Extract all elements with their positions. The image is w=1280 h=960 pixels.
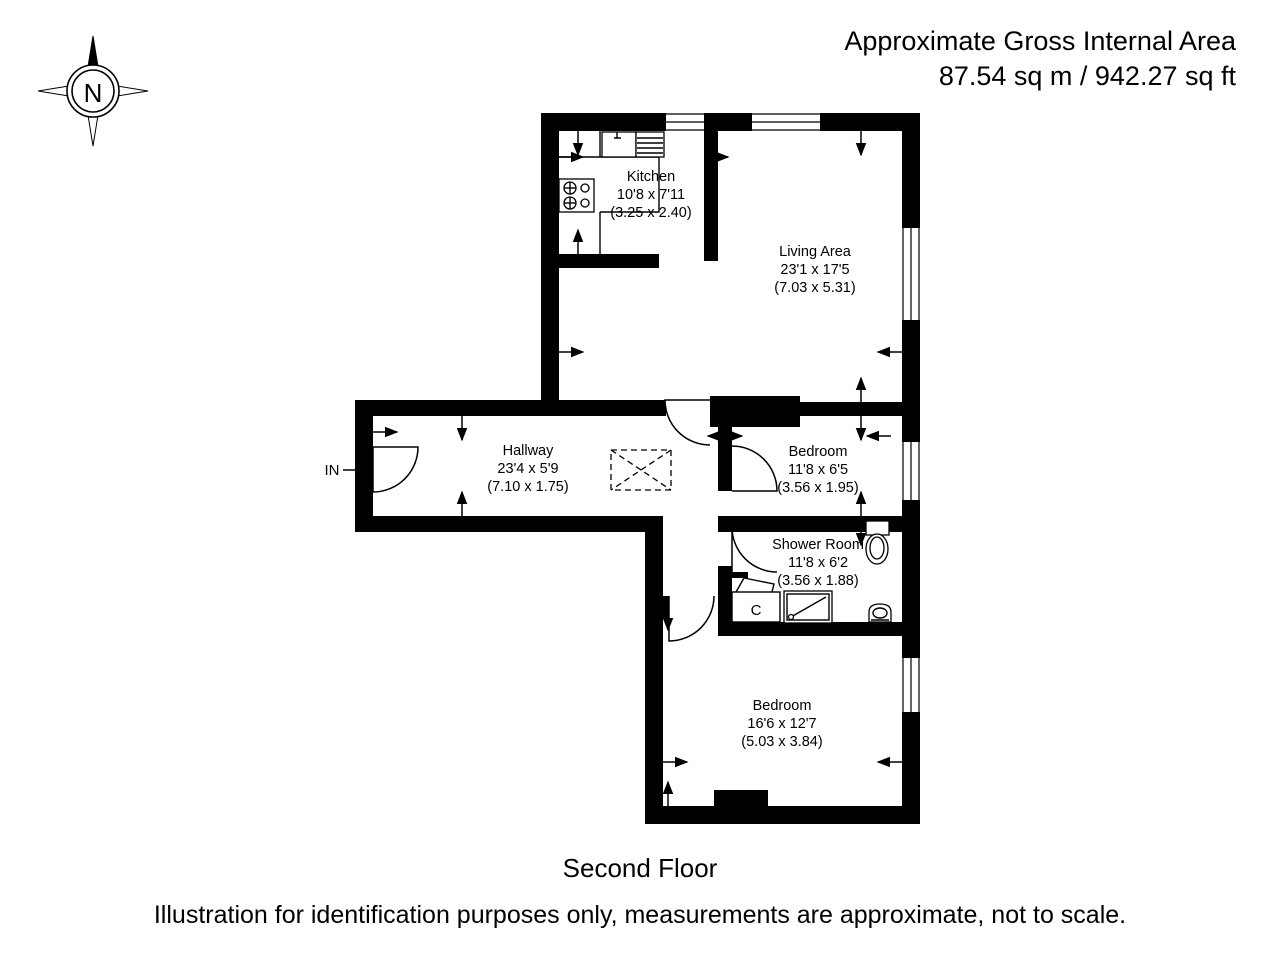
wall-top-2 [599,113,666,131]
wall-left-living-block [541,113,559,416]
room-dim-metric-shower-room: (3.56 x 1.88) [777,573,858,589]
wall-bedroom-large-door-stub [657,596,669,618]
area-title: Approximate Gross Internal Area [844,26,1236,56]
room-label-hallway: Hallway [503,443,555,459]
wall-right-6 [902,636,920,658]
door-living-area[interactable] [664,399,711,446]
room-dim-metric-living-area: (7.03 x 5.31) [774,280,855,296]
room-label-bedroom-small: Bedroom [789,444,848,460]
wall-bedroom-small-left [718,427,732,491]
wall-right-2 [902,320,920,430]
compass-north-letter: N [84,78,103,108]
window-top-right [752,113,820,131]
cupboard-outline [731,591,781,623]
toilet-cistern-icon [865,520,890,536]
wash-basin-icon [868,603,892,623]
wall-right-5 [902,533,920,636]
room-dim-imperial-hallway: 23'4 x 5'9 [497,461,558,477]
wall-hallway-top-left [355,400,560,416]
cupboard-label: C [751,602,762,619]
door-bedroom-large[interactable] [668,595,715,642]
north-compass-rose: N [37,35,149,147]
kitchen-sink-icon [601,131,637,158]
wall-bottom-main [645,806,920,824]
entrance-label: IN [325,462,340,479]
wall-top-4 [820,113,920,131]
wall-hallway-bottom-right [718,516,904,532]
wall-left-bedroom-large [645,530,663,824]
wall-living-bedroom-divider [800,402,902,416]
wall-right-7 [902,712,920,824]
room-label-kitchen: Kitchen [627,169,675,185]
gross-internal-area-header: Approximate Gross Internal Area 87.54 sq… [844,24,1236,94]
room-dim-imperial-kitchen: 10'8 x 7'11 [617,187,685,203]
kitchen-fixtures [558,131,665,254]
wall-hallway-top-right [559,400,666,416]
disclaimer-text: Illustration for identification purposes… [153,901,1127,929]
floor-title: Second Floor [562,853,718,883]
wall-kitchen-bottom [559,254,659,268]
window-right-bedroom-small [902,442,920,500]
dimension-arrows [373,131,902,806]
room-label-bedroom-large: Bedroom [753,698,812,714]
door-group [372,399,778,642]
wall-right-4 [902,500,920,533]
wall-top-3 [718,113,752,131]
loft-hatch-icon [610,449,672,491]
window-right-bedroom-large [902,658,920,712]
shower-room-fixtures: C [731,520,892,624]
shower-drain-icon [787,613,795,621]
door-bedroom-small[interactable] [731,445,778,492]
compass-inner-circle [71,69,115,113]
room-dim-metric-hallway: (7.10 x 1.75) [487,479,568,495]
wall-left-hallway [355,400,373,532]
wall-kitchen-right [704,113,718,241]
room-dim-metric-kitchen: (3.25 x 2.40) [610,205,691,221]
door-shower-room[interactable] [731,526,778,573]
wall-shower-left [718,566,732,632]
room-labels: Kitchen 10'8 x 7'11 (3.25 x 2.40) Living… [487,169,864,750]
room-dim-metric-bedroom-large: (5.03 x 3.84) [741,734,822,750]
room-label-living-area: Living Area [779,244,852,260]
wall-right-3 [902,430,920,442]
wall-shower-bottom [718,622,904,636]
room-dim-metric-bedroom-small: (3.56 x 1.95) [777,480,858,496]
entrance-marker: IN [325,462,373,479]
kitchen-tap-icon [614,132,621,139]
area-value: 87.54 sq m / 942.27 sq ft [938,61,1236,92]
chimney-breast-block [710,396,800,427]
room-label-shower-room: Shower Room [772,537,864,553]
wall-hallway-bottom-left [355,516,663,532]
room-dim-imperial-bedroom-small: 11'8 x 6'5 [788,462,848,478]
wall-right-1 [902,113,920,228]
chimney-breast-bedroom-large [714,790,768,808]
window-right-living [902,228,920,320]
entrance-door[interactable] [372,446,419,493]
room-dim-imperial-living-area: 23'1 x 17'5 [780,262,849,278]
cupboard-door-swing [735,577,775,593]
room-dim-imperial-bedroom-large: 16'6 x 12'7 [747,716,816,732]
kitchen-hob-icon [558,178,595,213]
room-dim-imperial-shower-room: 11'8 x 6'2 [788,555,848,571]
wall-kitchen-right-stub [704,241,718,261]
